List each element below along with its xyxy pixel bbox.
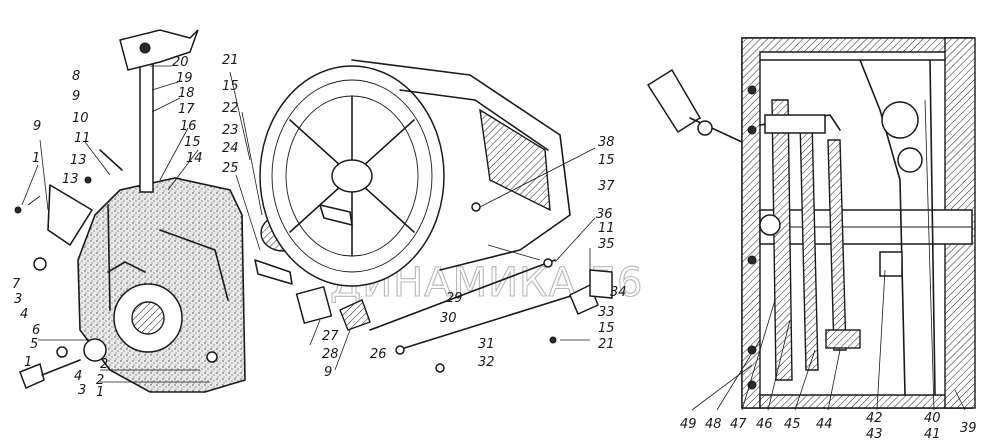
- callout-label: 34: [610, 285, 627, 300]
- gearbox-housing: [259, 59, 571, 287]
- callout-label: 15: [598, 153, 615, 168]
- callout-label: 41: [924, 427, 941, 442]
- callout-label: 4: [74, 369, 82, 384]
- section-release-lever: [646, 68, 743, 143]
- callout-label: 32: [478, 355, 495, 370]
- callout-label: 19: [176, 71, 193, 86]
- callout-label: 8: [72, 69, 80, 84]
- callout-label: 9: [324, 365, 332, 380]
- callout-label: 18: [178, 86, 195, 101]
- callout-label: 11: [74, 131, 91, 146]
- callout-label: 16: [180, 119, 197, 134]
- callout-label: 6: [32, 323, 40, 338]
- callout-label: 36: [596, 207, 613, 222]
- fork-shaft: [119, 29, 199, 193]
- callout-label: 44: [816, 417, 833, 432]
- callout-label: 49: [680, 417, 697, 432]
- callout-label: 13: [70, 153, 87, 168]
- callout-label: 5: [30, 337, 38, 352]
- callout-label: 22: [222, 101, 239, 116]
- callout-label: 2: [100, 357, 108, 372]
- callout-label: 33: [598, 305, 615, 320]
- callout-label: 14: [186, 151, 203, 166]
- callout-label: 11: [598, 221, 615, 236]
- clutch-housing: [77, 177, 246, 393]
- callout-label: 35: [598, 237, 615, 252]
- left-leader-lines: [21, 65, 596, 383]
- left-callout-labels: 1 2 3 4 5 6 7 3 4 8 9 9 10 11 13 13 1 14…: [12, 53, 627, 400]
- callout-label: 4: [20, 307, 28, 322]
- callout-label: 31: [478, 337, 495, 352]
- callout-label: 43: [866, 427, 883, 442]
- callout-label: 9: [33, 119, 41, 134]
- callout-label: 1: [24, 355, 32, 370]
- callout-label: 46: [756, 417, 773, 432]
- callout-label: 2: [96, 373, 104, 388]
- section-callout-labels: 49 48 47 46 45 44 42 43 40 41 39: [680, 411, 977, 442]
- left-small-parts: [14, 149, 218, 390]
- linkage-rods: [369, 202, 613, 373]
- callout-label: 9: [72, 89, 80, 104]
- callout-label: 13: [62, 172, 79, 187]
- callout-label: 28: [322, 347, 339, 362]
- callout-label: 20: [172, 55, 189, 70]
- callout-label: 39: [960, 421, 977, 436]
- clutch-section-view: [741, 37, 976, 409]
- right-leader-lines: [691, 99, 966, 411]
- callout-label: 1: [96, 385, 104, 400]
- callout-label: 1: [32, 151, 40, 166]
- callout-label: 26: [370, 347, 387, 362]
- callout-label: 3: [78, 383, 86, 398]
- callout-label: 25: [222, 161, 239, 176]
- callout-label: 7: [12, 277, 21, 292]
- callout-label: 29: [446, 291, 463, 306]
- callout-label: 47: [730, 417, 747, 432]
- callout-label: 10: [72, 111, 89, 126]
- callout-label: 3: [14, 292, 22, 307]
- callout-label: 45: [784, 417, 801, 432]
- callout-label: 48: [705, 417, 722, 432]
- callout-label: 37: [598, 179, 615, 194]
- callout-label: 23: [222, 123, 239, 138]
- callout-label: 15: [598, 321, 615, 336]
- callout-label: 21: [598, 337, 615, 352]
- callout-label: 15: [184, 135, 201, 150]
- callout-label: 27: [322, 329, 339, 344]
- callout-label: 17: [178, 102, 195, 117]
- callout-label: 42: [866, 411, 883, 426]
- callout-label: 21: [222, 53, 239, 68]
- callout-label: 30: [440, 311, 457, 326]
- callout-label: 24: [222, 141, 239, 156]
- callout-label: 15: [222, 79, 239, 94]
- callout-label: 40: [924, 411, 941, 426]
- callout-label: 38: [598, 135, 615, 150]
